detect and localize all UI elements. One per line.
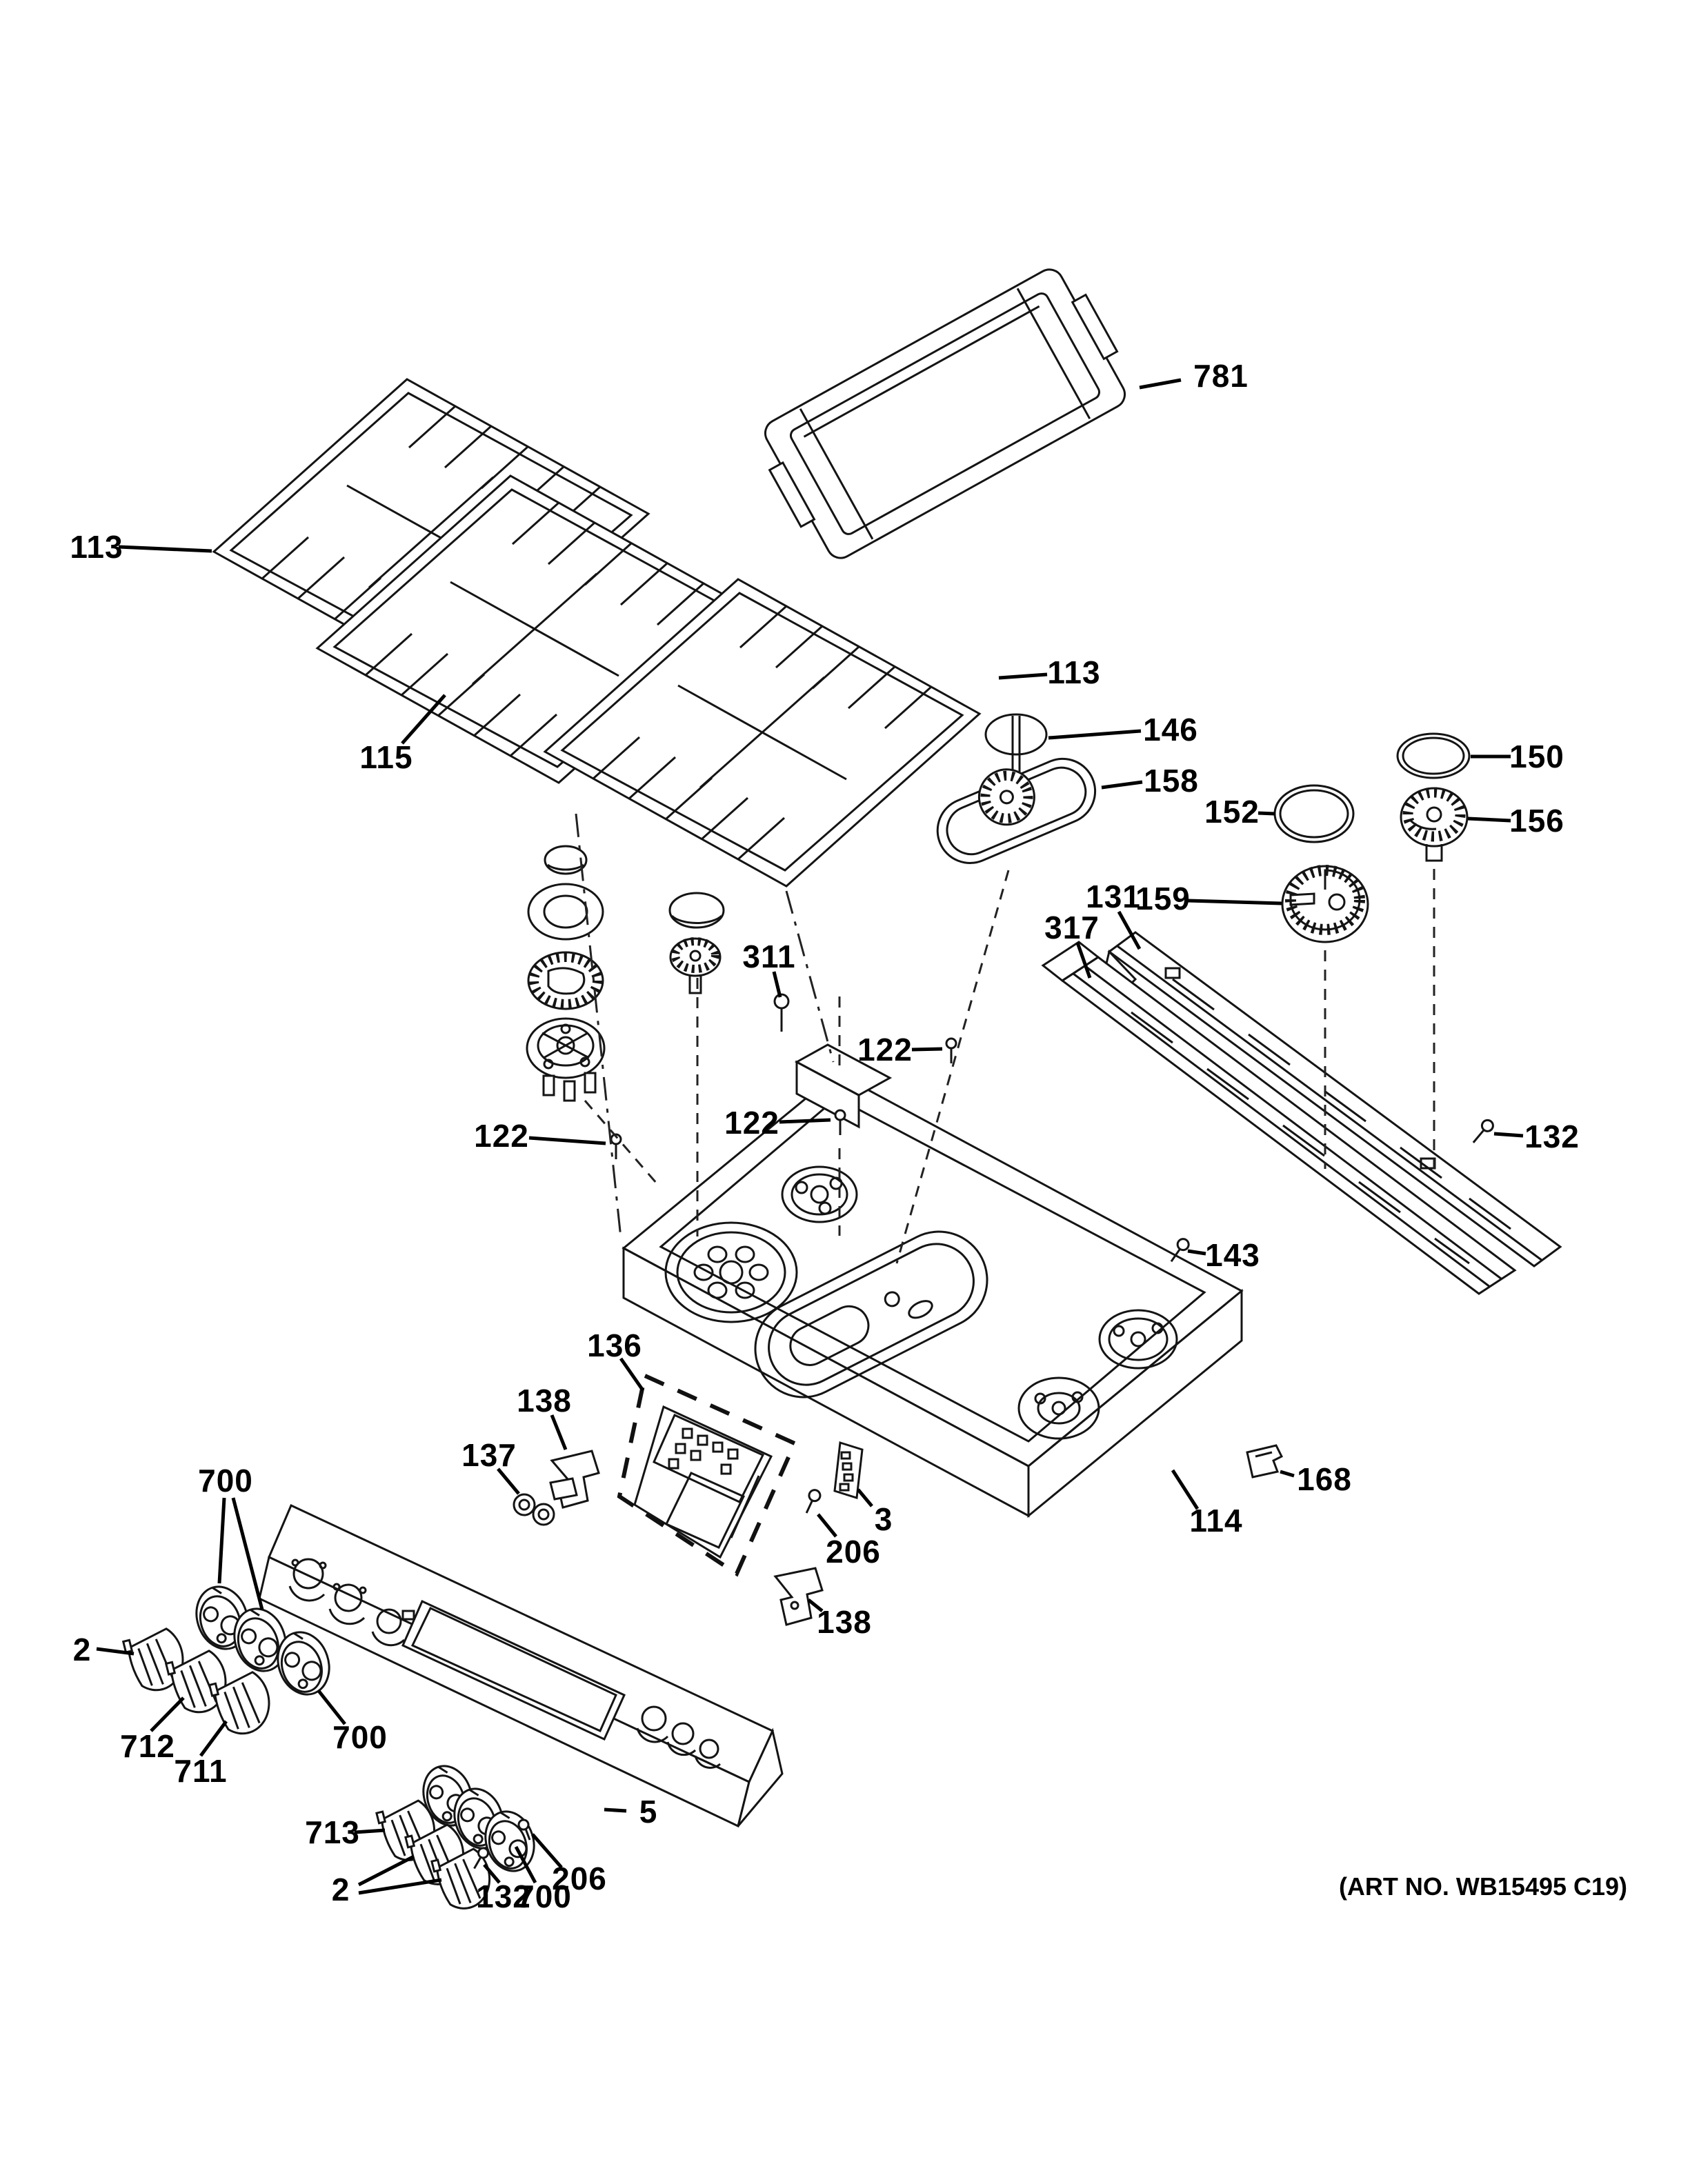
part-callout-132-right: 132	[1524, 1119, 1580, 1154]
part-callout-713: 713	[305, 1814, 360, 1850]
screws-group	[473, 993, 1494, 1870]
control-assembly-box-136-drawing	[617, 1372, 797, 1577]
cooktop-burner-left-front	[664, 1221, 798, 1323]
part-callout-700-lower: 700	[517, 1879, 572, 1914]
part-callout-122-c: 122	[474, 1118, 529, 1154]
part-callout-150: 150	[1509, 739, 1564, 774]
bracket-138-lower-drawing	[773, 1567, 824, 1626]
control-panel-5-drawing	[258, 1503, 784, 1828]
part-callout-206-upper: 206	[826, 1534, 881, 1570]
part-callout-136: 136	[587, 1328, 642, 1363]
burner-cap-151-drawing	[668, 892, 725, 929]
part-callout-137: 137	[461, 1437, 517, 1473]
art-number: (ART NO. WB15495 C19)	[1338, 1872, 1628, 1901]
screw-122-a	[945, 1037, 957, 1063]
screw-206-upper	[805, 1489, 822, 1514]
burner-cap-152-drawing	[1273, 784, 1355, 843]
part-callout-113-right: 113	[1047, 654, 1101, 690]
screw-206-lower	[517, 1819, 531, 1841]
part-callout-115: 115	[359, 739, 413, 775]
spark-module-3-drawing	[833, 1441, 864, 1499]
part-callout-159: 159	[1135, 881, 1191, 916]
burner-head-156-drawing	[1400, 787, 1469, 862]
part-callout-158: 158	[1144, 763, 1199, 799]
burner-head-155-drawing	[669, 937, 722, 994]
burner-cap-153-drawing	[544, 845, 588, 875]
knob-lower-group	[375, 1799, 491, 1910]
clip-168-drawing	[1246, 1444, 1284, 1479]
part-callout-712: 712	[120, 1728, 175, 1764]
knob-upper-group	[121, 1627, 270, 1735]
grate-right-113-drawing	[543, 578, 982, 888]
assembly-guide-lines	[575, 813, 1435, 1264]
part-callout-3: 3	[874, 1501, 893, 1537]
part-callout-5: 5	[639, 1794, 658, 1830]
part-callout-2-upper: 2	[72, 1632, 92, 1667]
part-callout-700-mid: 700	[332, 1719, 388, 1755]
screw-311	[773, 993, 790, 1032]
simmer-ring-149-drawing	[527, 883, 604, 941]
cooktop-burner-right-back	[1098, 1309, 1178, 1370]
knob-bezel-700-upper-group	[195, 1585, 330, 1696]
screw-132-right	[1472, 1119, 1494, 1143]
part-callout-122-a: 122	[857, 1032, 913, 1068]
part-callout-114: 114	[1189, 1503, 1243, 1539]
igniter-switch-137-drawing	[513, 1477, 578, 1526]
part-callout-711: 711	[174, 1753, 228, 1789]
part-callout-152: 152	[1204, 794, 1260, 830]
screw-132-lower	[473, 1847, 490, 1870]
part-callout-132-lower: 132	[476, 1879, 531, 1914]
griddle-781-drawing	[764, 268, 1126, 559]
burner-ring-162-drawing	[527, 951, 604, 1010]
part-callout-143: 143	[1205, 1237, 1260, 1273]
callout-leader-lines	[96, 378, 1524, 1895]
part-callout-131: 131	[1086, 879, 1141, 914]
part-callout-700-top: 700	[198, 1463, 253, 1499]
part-callout-311: 311	[742, 939, 796, 974]
panel-print-icons	[288, 1558, 721, 1769]
screw-122-b	[834, 1109, 846, 1135]
burner-cap-150-drawing	[1396, 732, 1471, 779]
part-callout-138-lower: 138	[817, 1604, 872, 1640]
part-callout-138-upper: 138	[517, 1383, 572, 1419]
part-callout-206-lower: 206	[552, 1861, 607, 1896]
oval-burner-assembly-158-drawing	[936, 757, 1097, 864]
part-callout-156: 156	[1509, 803, 1564, 839]
part-callout-113-left: 113	[70, 529, 123, 565]
part-callout-2-lower: 2	[331, 1872, 350, 1907]
burner-head-159-drawing	[1281, 865, 1369, 943]
cooktop-panel-114-drawing	[622, 1043, 1244, 1519]
screw-122-c	[610, 1133, 622, 1159]
burner-base-157-drawing	[526, 1017, 606, 1102]
part-callout-317: 317	[1044, 910, 1100, 945]
part-callout-781: 781	[1193, 358, 1249, 394]
cooktop-center-oval-burner	[754, 1230, 988, 1399]
burner-box-rail-131-drawing	[1102, 931, 1562, 1268]
cooktop-burner-right-front	[1017, 1376, 1100, 1440]
part-callout-122-b: 122	[724, 1105, 779, 1141]
part-callout-168: 168	[1297, 1461, 1352, 1497]
cooktop-burner-left-back	[781, 1165, 858, 1223]
part-callout-146: 146	[1143, 712, 1198, 748]
burner-cap-146-drawing	[984, 713, 1048, 774]
screw-143	[1170, 1238, 1190, 1263]
